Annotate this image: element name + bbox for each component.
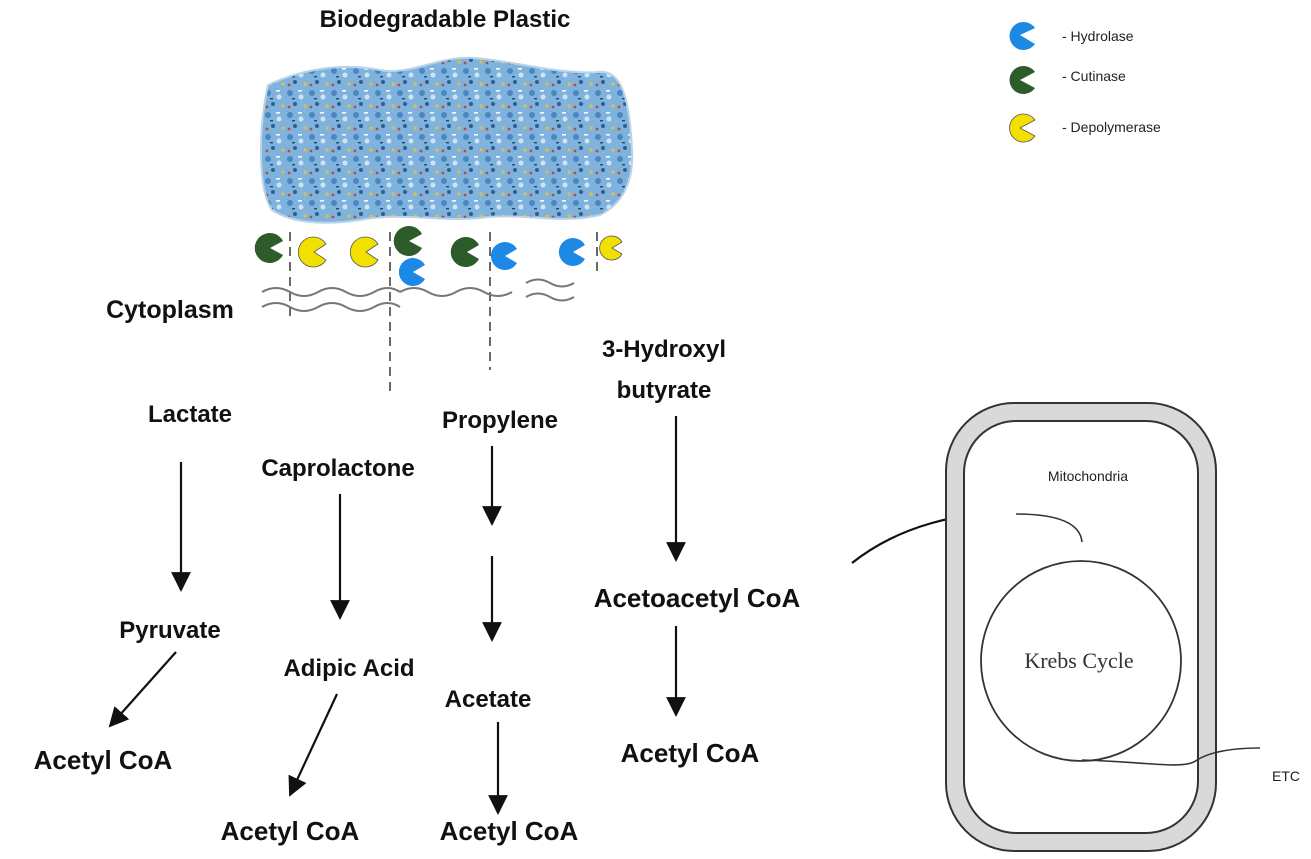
krebs-cycle-circle xyxy=(980,560,1182,762)
cytoplasm-waves xyxy=(261,278,575,312)
enzyme-row xyxy=(254,226,623,286)
legend-depolymerase-label: - Depolymerase xyxy=(1062,119,1161,135)
caprolactone-label: Caprolactone xyxy=(261,455,414,482)
etc-label: ETC xyxy=(1272,768,1300,784)
butyrate-label: butyrate xyxy=(617,377,712,404)
title: Biodegradable Plastic xyxy=(320,6,571,33)
arrow-adipic-acetylcoa xyxy=(288,693,338,797)
legend-cutinase-icon xyxy=(1009,66,1035,94)
mitochondria: Mitochondria Krebs Cycle ETC xyxy=(945,402,1300,852)
adipic-acid-label: Adipic Acid xyxy=(283,655,414,682)
acetylcoa-1-label: Acetyl CoA xyxy=(34,745,173,775)
krebs-cycle-label: Krebs Cycle xyxy=(1024,648,1133,673)
acetoacetyl-coa-label: Acetoacetyl CoA xyxy=(594,583,801,613)
dashed-dividers xyxy=(289,232,598,395)
acetylcoa-4-label: Acetyl CoA xyxy=(621,738,760,768)
acetylcoa-2-label: Acetyl CoA xyxy=(221,816,360,846)
etc-connector xyxy=(1081,747,1261,766)
hydrolase-icon xyxy=(398,258,425,286)
plastic-sheet xyxy=(259,56,634,224)
cutinase-icon xyxy=(254,232,283,263)
depolymerase-icon xyxy=(599,235,623,261)
inner-connector xyxy=(1015,513,1083,543)
propylene-label: Propylene xyxy=(442,407,558,434)
acetate-label: Acetate xyxy=(445,686,532,713)
legend-depolymerase-icon xyxy=(1009,113,1036,143)
hydroxyl-label: 3-Hydroxyl xyxy=(602,336,726,363)
depolymerase-icon xyxy=(297,236,327,268)
legend-hydrolase-label: - Hydrolase xyxy=(1062,28,1134,44)
acetylcoa-3-label: Acetyl CoA xyxy=(440,816,579,846)
legend-hydrolase-icon xyxy=(1009,22,1035,50)
hydrolase-icon xyxy=(490,242,517,270)
depolymerase-icon xyxy=(349,236,379,268)
cytoplasm-label: Cytoplasm xyxy=(106,296,234,324)
pyruvate-label: Pyruvate xyxy=(119,617,220,644)
legend: - Hydrolase - Cutinase - Depolymerase xyxy=(1009,22,1161,143)
arrow-pyruvate-acetylcoa xyxy=(108,651,177,728)
cutinase-icon xyxy=(393,226,422,257)
hydrolase-icon xyxy=(558,237,585,266)
mitochondria-label: Mitochondria xyxy=(1048,468,1128,484)
legend-cutinase-label: - Cutinase xyxy=(1062,68,1126,84)
cutinase-icon xyxy=(450,237,479,267)
lactate-label: Lactate xyxy=(148,401,232,428)
